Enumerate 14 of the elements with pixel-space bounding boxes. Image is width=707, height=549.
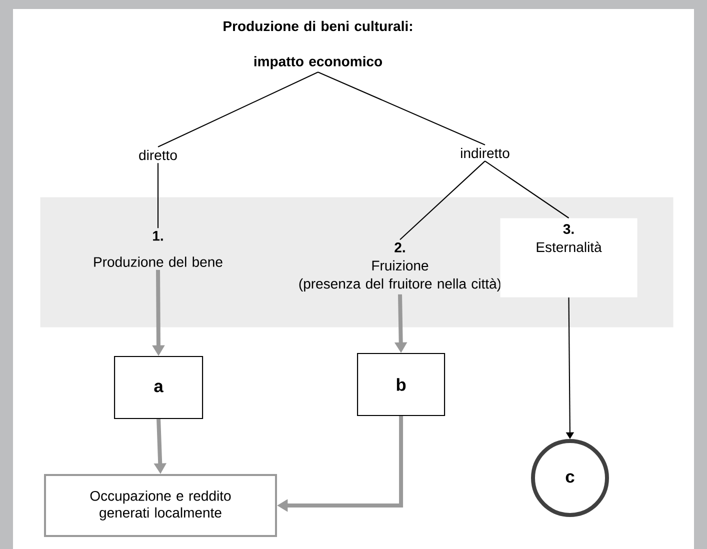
letter-box: a (114, 356, 204, 420)
category-label: 2. Fruizione (presenza del fruitore nella città) (299, 242, 501, 292)
category-label: 1. Produzione del bene (94, 231, 222, 267)
branch-label: diretto (139, 150, 177, 160)
letter-box: b (357, 353, 446, 416)
category-box: 3. Esternalità (500, 218, 638, 298)
connector-line (158, 72, 318, 148)
connector-line (484, 160, 570, 218)
outcome-box: Occupazione e reddito generati localmente (44, 474, 277, 537)
connector-line (318, 72, 486, 146)
branch-label: indiretto (461, 148, 510, 158)
connector-line (157, 163, 159, 228)
title-text: Produzione di beni culturali: impatto economico (224, 20, 412, 70)
connector-line (400, 160, 486, 240)
